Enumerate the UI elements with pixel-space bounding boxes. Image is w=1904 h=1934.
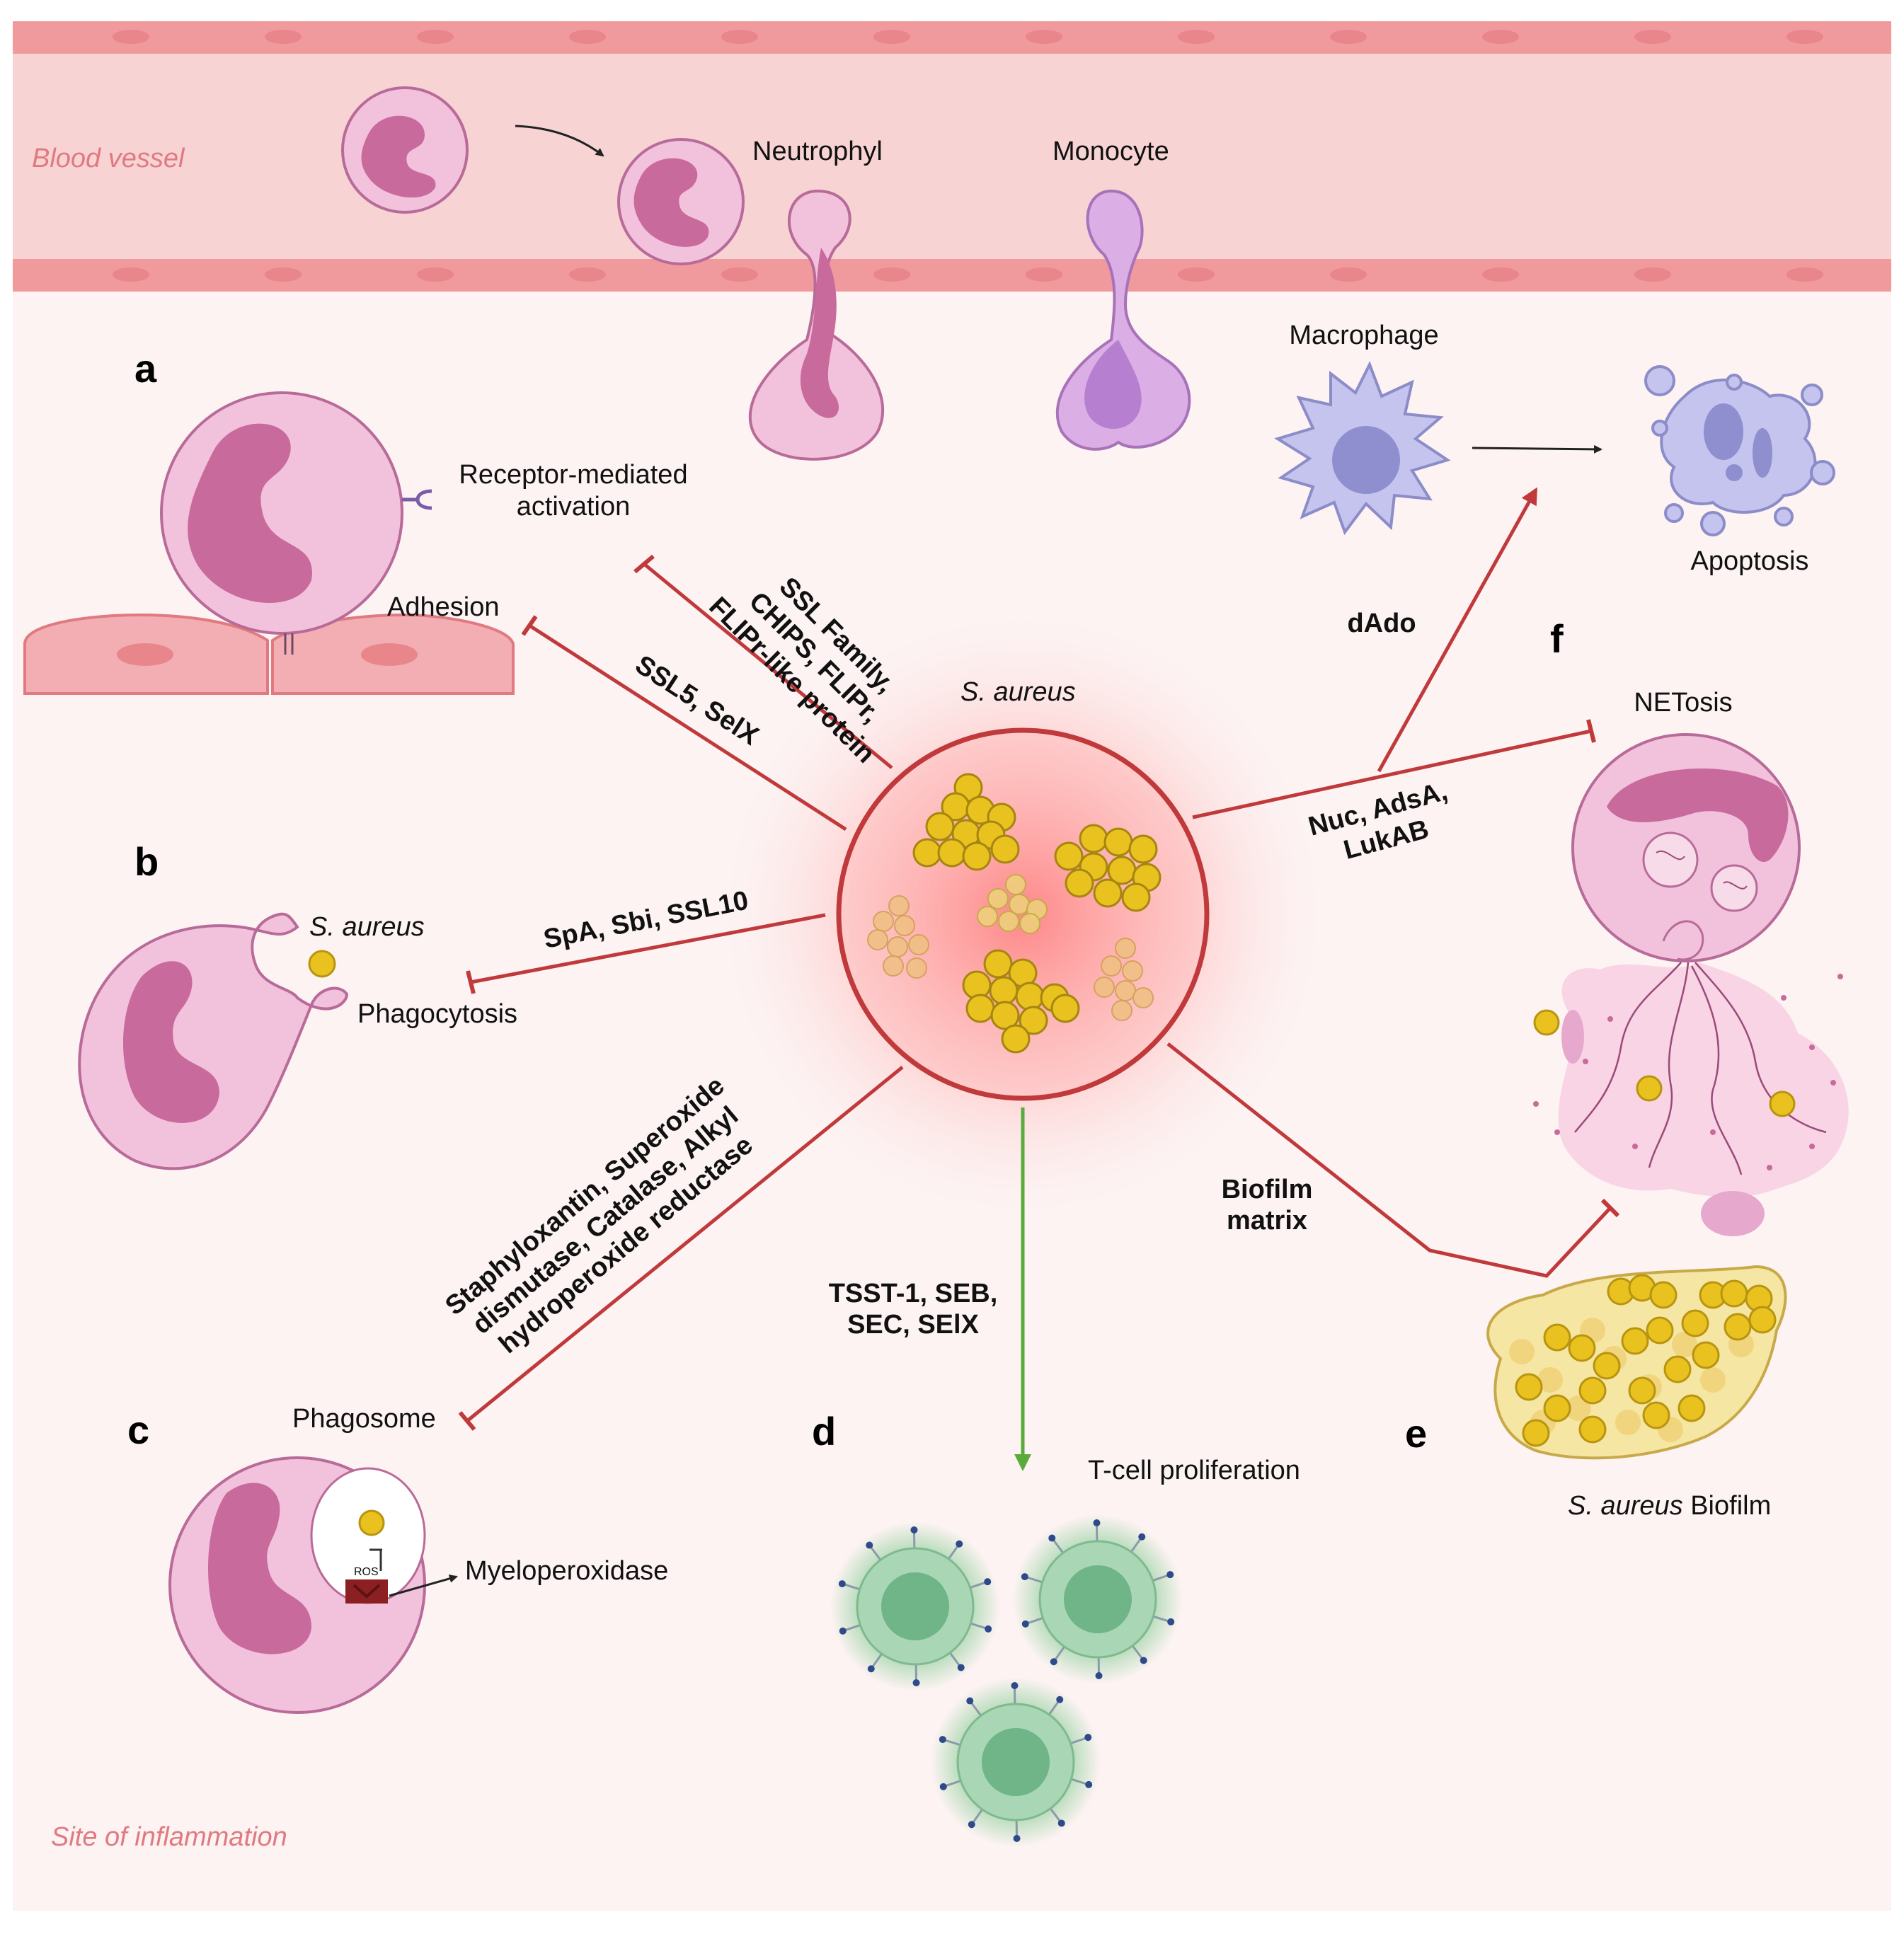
biofilm-matrix-line1: Biofilm: [1222, 1175, 1313, 1204]
myeloperoxidase-label: Myeloperoxidase: [465, 1556, 668, 1586]
rolling-neutrophil-1: [341, 86, 469, 214]
transmigrating-monocyte: [1055, 189, 1191, 451]
macrophage-cell: [1274, 361, 1451, 536]
inhibit-biofilm: [1166, 1042, 1612, 1278]
adhering-neutrophil: [160, 391, 403, 655]
panel-a-label: a: [134, 346, 157, 391]
bacteria-cluster-4: [867, 895, 929, 979]
inhibit-phagocytosis: [470, 913, 826, 984]
tcell-1: [830, 1521, 1000, 1691]
transmigrating-neutrophil: [748, 189, 885, 461]
bacteria-cluster-1: [912, 773, 1020, 871]
panel-b-label: b: [134, 839, 159, 884]
receptor-label-line1: Receptor-mediated: [459, 460, 687, 490]
s-aureus-b-label: S. aureus: [309, 912, 425, 942]
macrophage-label: Macrophage: [1289, 321, 1438, 350]
inhibit-netosis: [1192, 729, 1592, 819]
bacteria-cluster-6: [962, 949, 1080, 1054]
panel-f-label: f: [1550, 616, 1564, 661]
apoptotic-macrophage: [1644, 365, 1835, 536]
myeloperoxidase-arrow: [389, 1574, 458, 1597]
inhibit-receptor-activation: [643, 563, 893, 769]
netosis-label: NETosis: [1634, 688, 1732, 718]
panel-e-label: e: [1405, 1411, 1427, 1456]
rolling-arrow: [515, 125, 604, 157]
bacteria-cluster-3: [977, 874, 1048, 934]
bacteria-cluster-5: [1094, 938, 1154, 1021]
myeloperoxidase-icon: [345, 1579, 388, 1604]
tcell-label: T-cell proliferation: [1088, 1456, 1300, 1485]
receptor-label-line2: activation: [517, 492, 631, 522]
panel-c-label: c: [127, 1408, 149, 1452]
dado-label: dAdo: [1347, 609, 1416, 638]
endothelium-bottom: [13, 259, 1891, 292]
biofilm-caption: S. aureus Biofilm: [1568, 1491, 1771, 1521]
inflammation-site-label: Site of inflammation: [51, 1822, 287, 1852]
phagocytic-neutrophil: [78, 912, 349, 1170]
tcell-group: [830, 1514, 1183, 1847]
tcell-2: [1013, 1514, 1183, 1684]
phagocytosis-label: Phagocytosis: [357, 999, 517, 1029]
biofilm-matrix-line2: matrix: [1227, 1206, 1307, 1236]
netosis-neutrophil: [1533, 733, 1849, 1236]
endothelium-top: [13, 21, 1891, 54]
dado-arrow: [1377, 487, 1538, 773]
tsst-label-line2: SEC, SElX: [847, 1310, 979, 1340]
phagosome-label: Phagosome: [292, 1404, 436, 1434]
rolling-neutrophil-2: [617, 138, 745, 265]
s-aureus-center-label: S. aureus: [960, 677, 1076, 707]
biofilm-word: Biofilm: [1683, 1491, 1772, 1521]
tsst-label-line1: TSST-1, SEB,: [829, 1279, 998, 1308]
blood-vessel: [13, 21, 1891, 290]
biofilm: [1486, 1265, 1787, 1460]
inhibition-lines: [458, 487, 1620, 1431]
inhibit-phagosome: [466, 1066, 904, 1422]
biofilm-species-name: S. aureus: [1568, 1491, 1683, 1521]
receptor-icon: [402, 489, 432, 510]
panel-d-label: d: [812, 1409, 836, 1454]
monocyte-label: Monocyte: [1053, 137, 1169, 166]
apoptosis-arrow: [1472, 444, 1602, 454]
blood-vessel-label: Blood vessel: [32, 144, 185, 173]
neutrophyl-label: Neutrophyl: [752, 137, 883, 166]
adhesion-label: Adhesion: [387, 592, 499, 622]
apoptosis-label: Apoptosis: [1691, 546, 1809, 576]
bacteria-cluster-2: [1054, 824, 1162, 912]
tcell-3: [931, 1677, 1101, 1847]
inhibit-adhesion: [528, 623, 847, 831]
phagosome-neutrophil: [168, 1456, 426, 1714]
ros-label: ROS: [354, 1566, 379, 1578]
bacterium-b: [308, 950, 336, 978]
bacterium-c: [358, 1509, 385, 1536]
